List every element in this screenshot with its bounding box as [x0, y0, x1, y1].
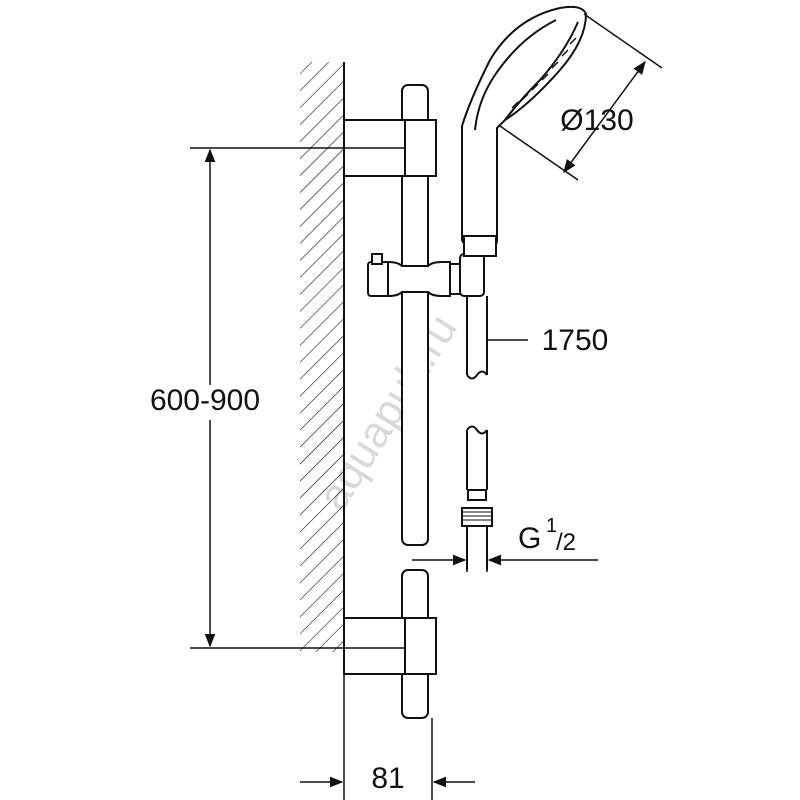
label-thread-denominator: /2 [556, 529, 576, 556]
dimension-offset [300, 674, 475, 800]
shower-nozzles [511, 37, 577, 109]
label-hose-length: 1750 [542, 324, 609, 357]
label-thread-base: G [518, 522, 541, 555]
label-height-range: 600-900 [150, 384, 260, 417]
rail-slider [367, 253, 485, 298]
wall [300, 62, 345, 652]
label-head-diameter: Ø130 [560, 104, 633, 137]
dimension-thread [412, 526, 598, 572]
dimension-height [190, 147, 405, 649]
label-rail-offset: 81 [371, 762, 404, 795]
rail-upper [401, 84, 429, 546]
shower-hose [461, 296, 493, 570]
label-thread-numerator: 1 [546, 515, 557, 537]
bracket-lower [343, 617, 437, 675]
hand-shower [461, 5, 588, 257]
dimension-head-diameter [499, 13, 663, 181]
